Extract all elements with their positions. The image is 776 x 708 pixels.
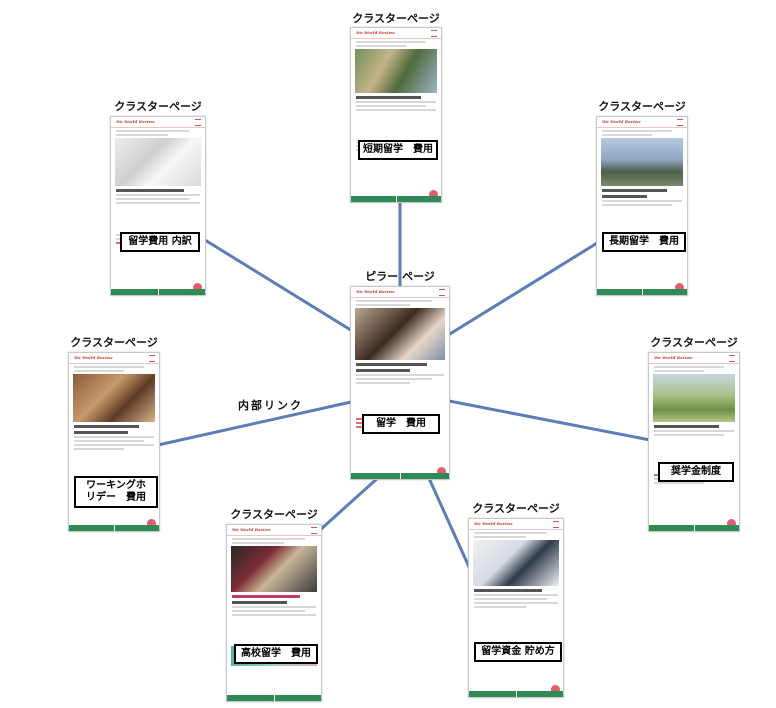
cluster-top-label: 短期留学 費用	[358, 140, 438, 160]
cluster-top-right-title: クラスターページ	[598, 100, 686, 113]
cluster-top-phone-screenshot: We World Review	[350, 27, 442, 203]
cluster-top-right-label: 長期留学 費用	[602, 232, 686, 252]
cluster-bottom-right-label: 留学資金 貯め方	[474, 642, 562, 662]
cluster-bottom-right-title: クラスターページ	[472, 502, 560, 515]
internal-link-label: 内部リンク	[238, 399, 303, 412]
cluster-right-label: 奨学金制度	[658, 462, 734, 482]
cluster-top-left-title: クラスターページ	[114, 100, 202, 113]
cluster-top-left-label: 留学費用 内訳	[120, 232, 200, 252]
cluster-bottom-right-phone-screenshot: We World Review	[468, 518, 564, 698]
link-line-top-left	[203, 238, 377, 347]
pillar-phone-screenshot: We World Review	[350, 286, 450, 480]
cluster-bottom-left-phone-screenshot: We World Review	[226, 524, 322, 702]
cluster-bottom-left-title: クラスターページ	[230, 508, 318, 521]
cluster-right-title: クラスターページ	[650, 336, 738, 349]
cluster-left-title: クラスターページ	[70, 336, 158, 349]
link-line-right	[442, 398, 652, 442]
pillar-page-title: ピラー ページ	[365, 270, 435, 283]
link-line-left	[156, 398, 362, 447]
cluster-top-right-phone-screenshot: We World Review	[596, 116, 688, 296]
cluster-bottom-left-label: 高校留学 費用	[234, 644, 318, 664]
pillar-page-label: 留学 費用	[362, 414, 440, 434]
link-line-top-right	[430, 238, 604, 347]
cluster-top-title: クラスターページ	[352, 12, 440, 25]
cluster-right-phone-screenshot: We World Review	[648, 352, 740, 532]
cluster-top-left-phone-screenshot: We World Review	[110, 116, 206, 296]
cluster-left-label: ワーキングホ リデー 費用	[74, 476, 158, 508]
